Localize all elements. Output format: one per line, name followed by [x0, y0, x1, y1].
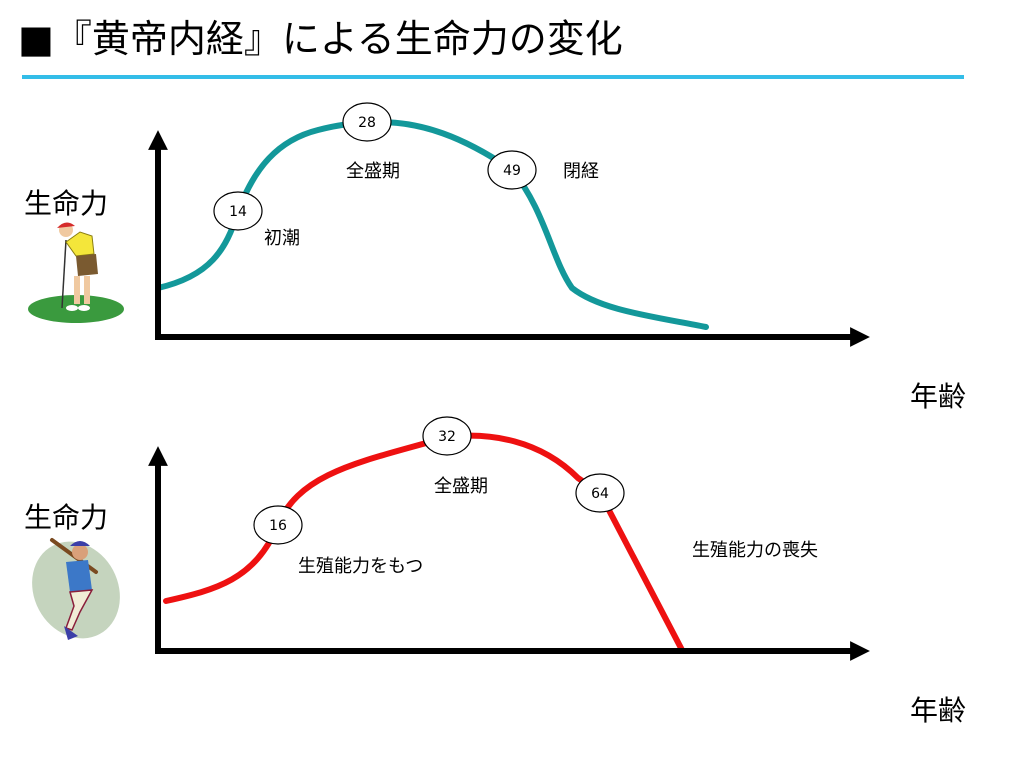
annotation: 生殖能力をもつ	[298, 555, 423, 577]
milestone-badge: 14	[213, 191, 263, 231]
badge-label: 16	[269, 518, 287, 534]
annotation: 閉経	[563, 161, 599, 182]
chart-bottom: 16 32 64 生殖能力をもつ 全盛期 生殖能力の喪失 生命力 年齢	[24, 416, 966, 727]
badge-label: 49	[503, 163, 521, 179]
male-curve	[163, 432, 685, 653]
x-axis-label: 年齢	[910, 380, 966, 413]
milestone-badge: 64	[575, 473, 625, 513]
batter-man-icon	[32, 538, 120, 640]
x-axis-label: 年齢	[910, 694, 966, 727]
badge-label: 28	[358, 115, 376, 131]
annotation: 生殖能力の喪失	[692, 539, 818, 561]
annotation: 初潮	[264, 228, 300, 249]
badge-label: 14	[229, 204, 247, 220]
milestone-badge: 49	[487, 150, 537, 190]
golfer-woman-icon	[28, 222, 124, 323]
badge-label: 32	[438, 429, 456, 445]
annotation: 全盛期	[434, 476, 488, 497]
badge-label: 64	[591, 486, 609, 502]
title-rule	[22, 75, 964, 79]
chart-top: 14 28 49 初潮 全盛期 閉経 生命力 年齢	[24, 102, 966, 413]
milestone-badge: 32	[422, 416, 472, 456]
y-axis-label: 生命力	[24, 501, 108, 534]
page-title: ■『黄帝内経』による生命力の変化	[18, 17, 623, 61]
milestone-badge: 16	[253, 505, 303, 545]
milestone-badge: 28	[342, 102, 392, 142]
y-axis-label: 生命力	[24, 187, 108, 220]
annotation: 全盛期	[346, 161, 400, 182]
